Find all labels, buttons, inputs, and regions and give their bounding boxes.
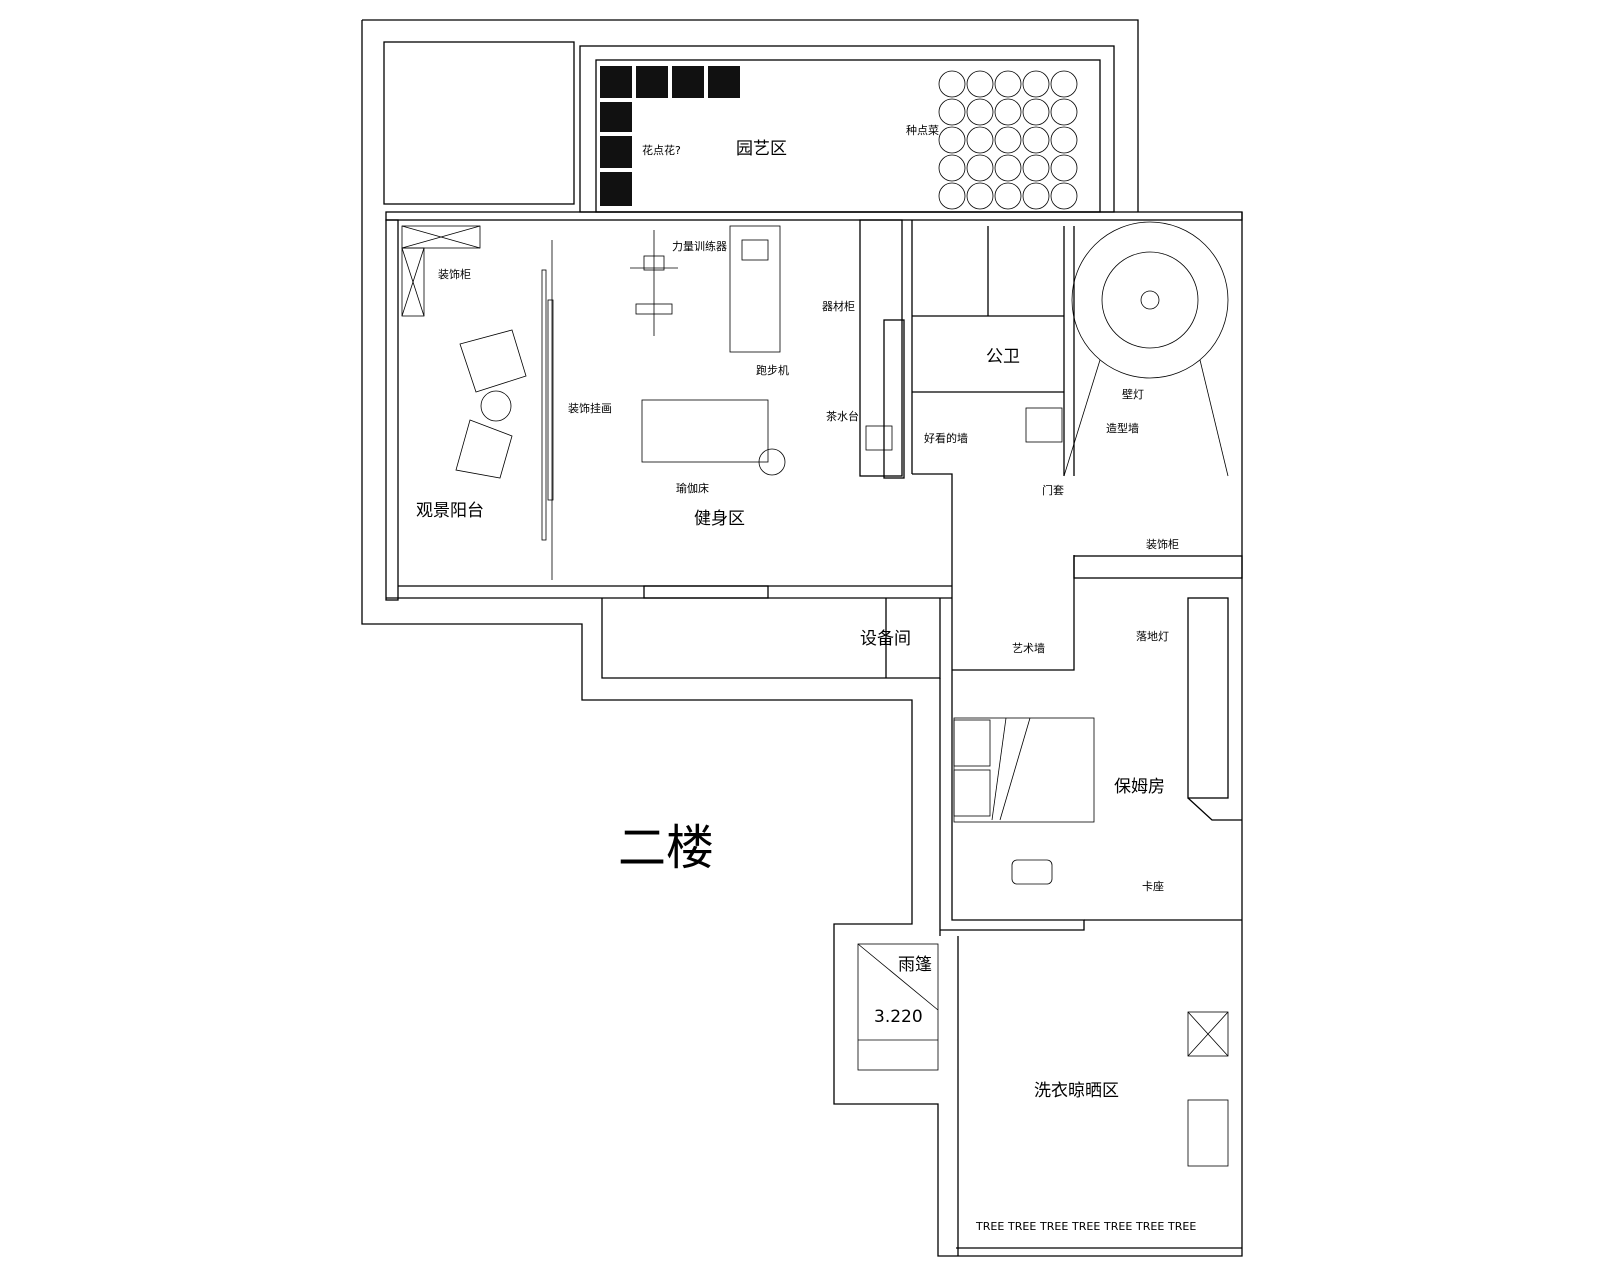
vegetable-plants (938, 70, 1078, 210)
plant-circle (1022, 182, 1050, 210)
plant-circle (1050, 182, 1078, 210)
plant-circle (938, 154, 966, 182)
room-label-nanny: 保姆房 (1114, 777, 1165, 797)
label-door-frame: 门套 (1042, 483, 1064, 497)
plant-circle (938, 126, 966, 154)
plant-circle (994, 182, 1022, 210)
label-deco-cabinet: 装饰柜 (438, 267, 471, 281)
label-equipment-cabinet: 器材柜 (822, 299, 855, 313)
plant-circle (1050, 126, 1078, 154)
plant-circle (938, 98, 966, 126)
plant-circle (994, 98, 1022, 126)
tree-label: TREE (1103, 1220, 1132, 1233)
shrubs (600, 66, 740, 206)
tree-label: TREE (975, 1220, 1004, 1233)
plant-circle (994, 154, 1022, 182)
plant-circle (938, 182, 966, 210)
spiral-staircase (1063, 221, 1229, 477)
label-strength-trainer: 力量训练器 (672, 239, 727, 253)
plant-circle (1050, 98, 1078, 126)
label-tea-station: 茶水台 (826, 409, 859, 423)
label-vegetables: 种点菜 (906, 123, 939, 137)
label-deco-cabinet-2: 装饰柜 (1146, 537, 1179, 551)
tree-label: TREE (1039, 1220, 1068, 1233)
walls (361, 19, 1243, 1257)
label-deco-painting: 装饰挂画 (568, 401, 612, 415)
label-yoga-bed: 瑜伽床 (676, 481, 709, 495)
plant-circle (1022, 126, 1050, 154)
plant-circle (994, 70, 1022, 98)
tree-label: TREE (1135, 1220, 1164, 1233)
label-floor-lamp: 落地灯 (1136, 630, 1169, 643)
plant-circle (966, 70, 994, 98)
label-treadmill: 跑步机 (756, 363, 789, 377)
label-wall-lamp: 壁灯 (1122, 387, 1144, 401)
plant-circle (994, 126, 1022, 154)
tree-label: TREE (1007, 1220, 1036, 1233)
room-label-fitness: 健身区 (694, 509, 745, 529)
plant-circle (1022, 70, 1050, 98)
plant-circle (966, 182, 994, 210)
label-art-wall: 艺术墙 (1012, 641, 1045, 655)
plant-circle (1022, 154, 1050, 182)
room-label-canopy: 雨篷 (898, 955, 932, 975)
label-nice-wall: 好看的墙 (924, 431, 968, 445)
label-flowers: 花点花? (642, 144, 681, 157)
room-label-equipment-room: 设备间 (860, 629, 911, 649)
tree-label: TREE (1167, 1220, 1196, 1233)
plant-circle (966, 98, 994, 126)
plant-circle (966, 126, 994, 154)
label-booth-seat: 卡座 (1142, 879, 1164, 893)
plant-circle (1050, 70, 1078, 98)
label-feature-wall: 造型墙 (1106, 421, 1139, 435)
room-label-garden: 园艺区 (736, 139, 787, 159)
plant-circle (1050, 154, 1078, 182)
plant-circle (1022, 98, 1050, 126)
tree-label: TREE (1071, 1220, 1100, 1233)
room-label-view-balcony: 观景阳台 (416, 501, 484, 521)
furniture (401, 225, 1229, 1167)
elevation-marker: 3.220 (874, 1007, 923, 1027)
floor-title: 二楼 (618, 820, 714, 876)
room-label-public-bath: 公卫 (986, 347, 1020, 367)
plant-circle (938, 70, 966, 98)
plant-circle (966, 154, 994, 182)
room-label-laundry: 洗衣晾晒区 (1034, 1081, 1119, 1101)
